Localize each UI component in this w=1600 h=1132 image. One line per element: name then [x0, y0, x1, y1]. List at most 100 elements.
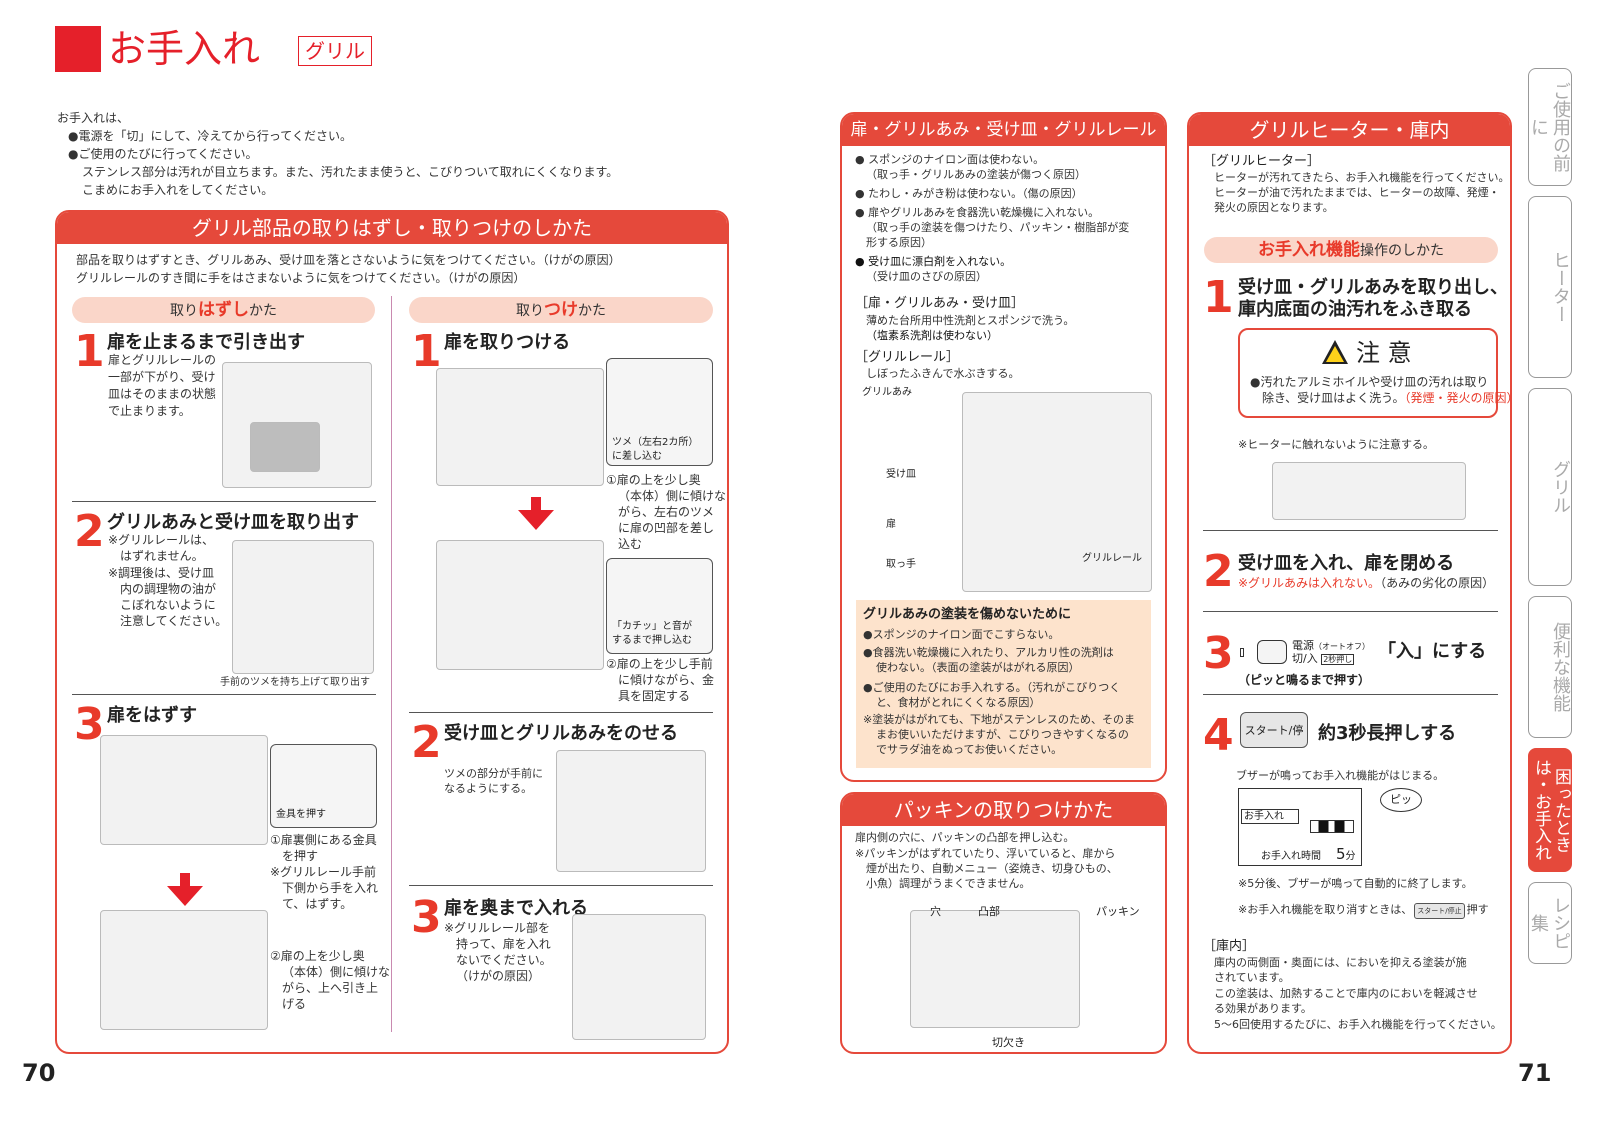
warning-note: グリルレールのすき間に手をはさまないように気をつけてください。（けがの原因）	[76, 271, 526, 285]
step-desc: がら、上へ引き上	[282, 981, 379, 995]
step-desc: ※グリルレール手前	[270, 865, 377, 879]
caution-text: 除き、受け皿はよく洗う。（発煙・発火の原因）	[1262, 391, 1519, 405]
step-desc: 下側から手を入れ	[282, 881, 379, 895]
display-time-value: 5分	[1336, 845, 1356, 863]
box-title: グリルあみの塗装を傷めないために	[863, 607, 1072, 622]
step-note: ※5分後、ブザーが鳴って自動的に終了します。	[1238, 877, 1473, 890]
tab-grill[interactable]: グリル	[1528, 388, 1572, 586]
illustration-tray-removal	[232, 540, 374, 674]
caution-title: 注 意	[1356, 339, 1412, 367]
step-number: 2	[411, 717, 442, 768]
step-title: 「入」にする	[1378, 641, 1487, 662]
intro-lead: お手入れは、	[57, 111, 130, 125]
step-desc: ②扉の上を少し奥	[270, 949, 365, 963]
step-number: 1	[1203, 272, 1234, 323]
tab-troubleshooting-care[interactable]: 困ったときは・お手入れ	[1528, 748, 1572, 872]
arrow-down-icon	[167, 886, 203, 906]
step-desc: こぼれないように	[120, 598, 216, 612]
step-desc: げる	[282, 997, 307, 1011]
mid-text: しぼったふきんで水ぶきする。	[866, 367, 1020, 380]
heater-note: ※ヒーターに触れないように注意する。	[1238, 438, 1434, 451]
power-key-button[interactable]	[1257, 640, 1287, 664]
step-title: 受け皿・グリルあみを取り出し、	[1238, 277, 1508, 298]
warning-note: 部品を取りはずすとき、グリルあみ、受け皿を落とさないように気をつけてください。（…	[76, 253, 621, 267]
display-bar	[1310, 820, 1354, 833]
box-text: ●食器洗い乾燥機に入れたり、アルカリ性の洗剤は	[863, 646, 1114, 659]
divider	[72, 694, 376, 695]
step-desc: ※グリルレール部を	[444, 921, 551, 935]
step-number: 2	[74, 506, 105, 557]
pack-text: 煙が出たり、自動メニュー（姿焼き、切身ひもの、	[866, 862, 1118, 875]
right-text: この塗装は、加熱することで庫内のにおいを軽減させ	[1214, 987, 1478, 1000]
mid-bullet-sub: （取っ手・グリルあみの塗装が傷つく原因）	[866, 168, 1086, 181]
step-number: 3	[1203, 628, 1234, 679]
step-title: 庫内底面の油汚れをふき取る	[1238, 299, 1472, 320]
step-desc: を押す	[282, 849, 319, 863]
step-desc: て、はずす。	[282, 897, 353, 911]
tab-features[interactable]: 便利な機能	[1528, 596, 1572, 738]
step-desc: 込む	[618, 537, 643, 551]
start-stop-mini-button: スタート/停止	[1414, 903, 1465, 919]
mid-heading: ［扉・グリルあみ・受け皿］	[855, 296, 1025, 311]
tab-before-use[interactable]: ご使用の前に	[1528, 68, 1572, 186]
divider	[409, 885, 713, 886]
pack-text: ※パッキンがはずれていたり、浮いていると、扉から	[855, 847, 1116, 860]
right-text: 5〜6回使用するたびに、お手入れ機能を行ってください。	[1214, 1018, 1502, 1031]
callout-label: に差し込む	[612, 451, 662, 462]
part-label: 取っ手	[886, 559, 916, 570]
step-title: 扉を止まるまで引き出す	[107, 332, 305, 353]
step-title: グリルあみと受け皿を取り出す	[107, 512, 359, 533]
step-desc: で止まります。	[108, 404, 191, 418]
divider	[1203, 694, 1498, 695]
step-number: 4	[1203, 710, 1234, 761]
callout-label: 金具を押す	[276, 809, 326, 820]
intro-bullet: ●電源を「切」にして、冷えてから行ってください。	[68, 129, 352, 143]
part-label: グリルレール	[1082, 553, 1142, 564]
callout-label: するまで押し込む	[612, 635, 692, 646]
part-label: 凸部	[978, 905, 1000, 918]
tab-heater[interactable]: ヒーター	[1528, 196, 1572, 378]
image-caption: 手前のツメを持ち上げて取り出す	[220, 677, 370, 688]
step-desc: なるようにする。	[444, 782, 533, 795]
arrow-down-icon	[518, 510, 554, 530]
box-text: ※塗装がはがれても、下地がステンレスのため、そのま	[863, 713, 1136, 726]
callout-label: 「カチッ」と音が	[612, 621, 692, 632]
pack-text: 扉内側の穴に、パッキンの凸部を押し込む。	[855, 831, 1075, 844]
divider	[72, 501, 376, 502]
illustration-door-removal	[100, 735, 268, 845]
mid-bullet-sub: （取っ手の塗装を傷つけたり、パッキン・樹脂部が変	[866, 221, 1130, 234]
step-title: 扉をはずす	[107, 705, 197, 726]
step-number: 1	[411, 326, 442, 377]
step-number: 3	[74, 699, 105, 750]
illustration-tray-place	[556, 750, 706, 872]
right-text: ヒーターが油で汚れたままでは、ヒーターの故障、発煙・	[1214, 186, 1500, 199]
right-heading: ［庫内］	[1203, 939, 1256, 954]
indicator-light	[1240, 648, 1244, 657]
illustration-grill-interior	[1272, 462, 1466, 520]
panel-header: グリルヒーター・庫内	[1189, 114, 1510, 146]
illustration-tray	[250, 422, 320, 472]
step-desc: 注意してください。	[120, 614, 228, 628]
step-desc: 持って、扉を入れ	[456, 937, 551, 951]
divider	[1203, 611, 1498, 612]
mid-bullet: ● 受け皿に漂白剤を入れない。	[855, 255, 1012, 268]
beep-bubble: ピッ	[1380, 788, 1422, 812]
box-text: 使わない。（表面の塗装がはがれる原因）	[876, 661, 1080, 674]
step-desc: ①扉裏側にある金具	[270, 833, 377, 847]
step-number: 1	[74, 326, 105, 377]
tab-recipes[interactable]: レシピ集	[1528, 882, 1572, 964]
illustration-door-attach	[436, 368, 604, 486]
callout-bracket	[270, 744, 377, 828]
part-label: 切欠き	[992, 1036, 1025, 1049]
mid-text: 薄めた台所用中性洗剤とスポンジで洗う。	[866, 314, 1075, 327]
remove-pill: 取りはずしかた	[72, 297, 375, 323]
step-desc: ※調理後は、受け皿	[108, 566, 215, 580]
coating-tips-box	[856, 600, 1151, 768]
step-desc: ブザーが鳴ってお手入れ機能がはじまる。	[1236, 769, 1445, 782]
step-desc: ツメの部分が手前に	[444, 767, 543, 780]
step-desc: 皿はそのままの状態	[108, 387, 217, 401]
divider	[409, 712, 713, 713]
start-stop-button[interactable]: スタート/停止	[1240, 712, 1308, 748]
panel-header: グリル部品の取りはずし・取りつけのしかた	[57, 212, 727, 244]
power-label: 電源（オートオフ）	[1292, 639, 1370, 652]
